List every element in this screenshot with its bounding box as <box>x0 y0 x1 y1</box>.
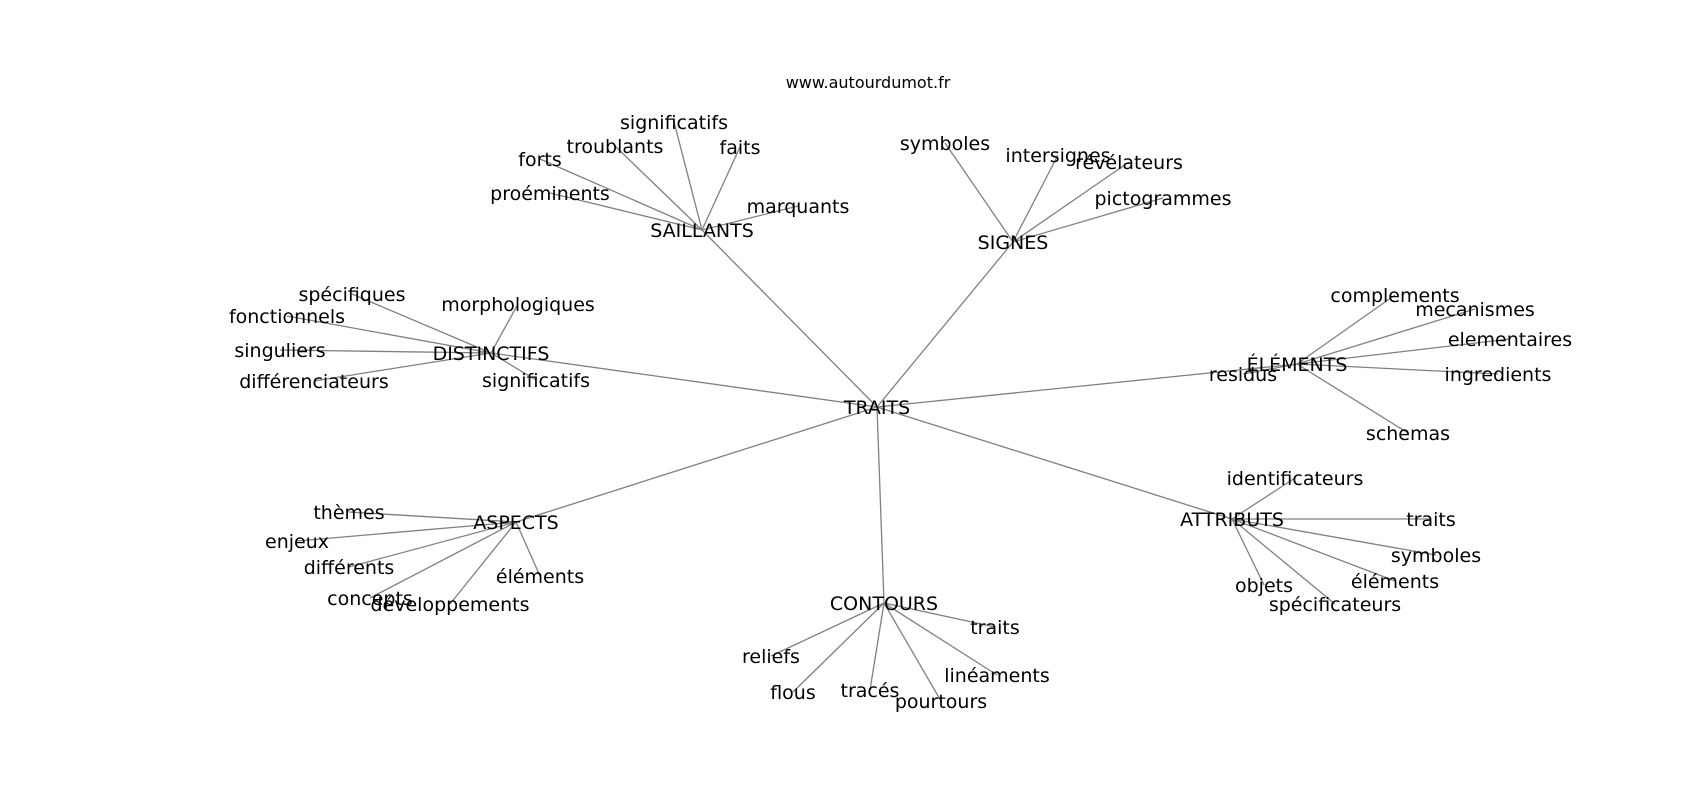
edge-hub-leaf <box>539 158 703 231</box>
leaf-node: concepts <box>327 588 413 610</box>
leaf-node: complements <box>1330 285 1459 307</box>
leaf-node: thèmes <box>313 502 384 524</box>
edge-hub-leaf <box>1231 477 1296 520</box>
edge-hub-leaf <box>490 303 519 354</box>
leaf-node: traits <box>1406 509 1456 531</box>
leaf-node: proéminents <box>490 183 610 205</box>
edge-hub-leaf <box>369 521 517 599</box>
edge-hub-leaf <box>883 602 942 702</box>
hub-node: DISTINCTIFS <box>433 343 550 365</box>
hub-node: CONTOURS <box>830 593 938 615</box>
edge-hub-leaf <box>296 521 517 542</box>
edge-root-hub <box>515 406 878 523</box>
edge-root-hub <box>876 406 885 604</box>
leaf-node: significatifs <box>620 112 728 134</box>
edge-hub-leaf <box>279 349 492 354</box>
leaf-node: morphologiques <box>441 294 595 316</box>
edges-layer <box>279 121 1511 702</box>
leaf-node: symboles <box>900 133 990 155</box>
edge-root-hub <box>490 352 878 408</box>
edge-hub-leaf <box>701 146 741 231</box>
leaf-node: spécificateurs <box>1269 594 1401 616</box>
leaf-node: mecanismes <box>1415 299 1535 321</box>
edge-root-hub <box>876 406 1233 520</box>
edge-hub-leaf <box>515 521 541 577</box>
leaf-node: troublants <box>567 136 664 158</box>
leaf-node: identificateurs <box>1227 468 1364 490</box>
edge-hub-leaf <box>1296 363 1499 375</box>
edge-hub-leaf <box>883 602 998 676</box>
edge-hub-leaf <box>770 602 885 657</box>
edge-hub-leaf <box>549 192 703 231</box>
edge-hub-leaf <box>1012 197 1164 243</box>
edge-hub-leaf <box>1296 338 1511 365</box>
edge-root-hub <box>701 229 878 408</box>
leaf-node: éléments <box>496 566 584 588</box>
site-url: www.autourdumot.fr <box>786 73 951 92</box>
edge-hub-leaf <box>614 145 703 231</box>
edge-root-hub <box>876 363 1298 408</box>
leaf-node: elementaires <box>1448 329 1572 351</box>
leaf-node: forts <box>518 149 561 171</box>
edge-hub-leaf <box>348 521 517 568</box>
leaf-node: intersignes <box>1005 145 1110 167</box>
edge-hub-leaf <box>313 352 492 382</box>
leaf-node: traits <box>970 617 1020 639</box>
edge-hub-leaf <box>1012 161 1130 243</box>
edge-hub-leaf <box>490 352 537 381</box>
edge-hub-leaf <box>869 602 885 691</box>
edge-hub-leaf <box>673 121 703 231</box>
edge-hub-leaf <box>1012 154 1059 243</box>
leaf-node: différents <box>304 557 395 579</box>
edge-hub-leaf <box>1231 518 1336 605</box>
hub-node: ATTRIBUTS <box>1180 509 1284 531</box>
edge-hub-leaf <box>1231 518 1396 582</box>
leaf-node: singuliers <box>234 340 325 362</box>
leaf-node: pictogrammes <box>1095 188 1232 210</box>
hub-node: SIGNES <box>978 232 1049 254</box>
leaf-node: schemas <box>1366 423 1450 445</box>
edge-hub-leaf <box>1231 518 1437 556</box>
leaf-node: marquants <box>747 196 850 218</box>
leaf-node: objets <box>1235 575 1293 597</box>
leaf-node: révélateurs <box>1075 152 1183 174</box>
edge-hub-leaf <box>1242 363 1298 375</box>
leaf-node: linéaments <box>944 665 1050 687</box>
edge-hub-leaf <box>348 511 517 523</box>
leaf-node: reliefs <box>742 646 800 668</box>
edge-hub-leaf <box>1296 363 1409 434</box>
edge-hub-leaf <box>883 602 996 628</box>
leaf-node: ingredients <box>1445 364 1552 386</box>
leaf-node: différenciateurs <box>239 371 389 393</box>
leaf-node: fonctionnels <box>229 306 345 328</box>
leaf-node: spécifiques <box>298 284 405 306</box>
leaf-node: pourtours <box>895 691 987 713</box>
edge-hub-leaf <box>286 315 492 354</box>
root-node: TRAITS <box>843 397 910 419</box>
leaf-node: éléments <box>1351 571 1439 593</box>
leaf-node: flous <box>770 682 816 704</box>
leaf-node: symboles <box>1391 545 1481 567</box>
edge-hub-leaf <box>944 142 1014 243</box>
leaf-node: enjeux <box>265 531 329 553</box>
hub-node: ASPECTS <box>473 512 558 534</box>
edge-hub-leaf <box>449 521 517 605</box>
leaf-node: développements <box>371 594 530 616</box>
edge-root-hub <box>876 241 1014 408</box>
edge-hub-leaf <box>701 205 799 231</box>
edge-hub-leaf <box>792 602 885 693</box>
leaf-node: significatifs <box>482 370 590 392</box>
edge-hub-leaf <box>1296 308 1476 365</box>
edge-hub-leaf <box>1231 518 1265 586</box>
edge-hub-leaf <box>1296 294 1396 365</box>
leaf-node: residus <box>1209 364 1277 386</box>
hub-node: SAILLANTS <box>650 220 754 242</box>
edge-hub-leaf <box>351 293 492 354</box>
hub-node: ÉLÉMENTS <box>1247 353 1348 376</box>
leaf-node: faits <box>720 137 761 159</box>
leaf-node: tracés <box>841 680 900 702</box>
